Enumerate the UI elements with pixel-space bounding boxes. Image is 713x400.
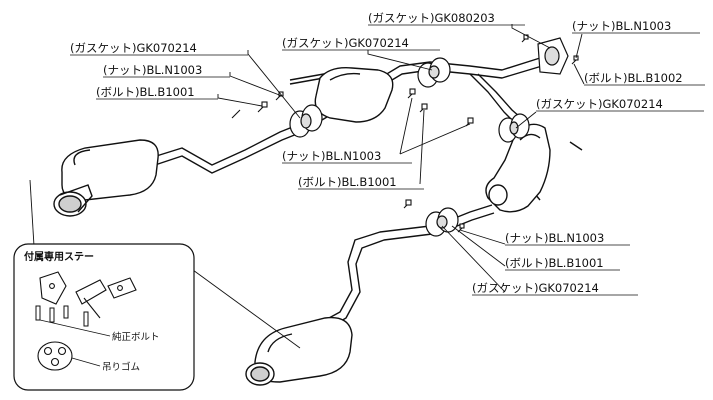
label-bolt-bl-b1001-mid: (ボルト)BL.B1001 [298,175,397,189]
flange-top [417,57,451,88]
label-bolt-bl-b1001-left: (ボルト)BL.B1001 [96,85,195,99]
stay-bracket-icon [39,271,137,319]
hanger-rubber-icon [37,341,73,371]
label-bolt-bl-b1001-lower: (ボルト)BL.B1001 [505,256,604,270]
flange-right [498,113,530,143]
flange-left [289,104,323,138]
inset-title: 付属専用ステー [24,250,94,263]
label-gasket-gk070214-top-left: (ガスケット)GK070214 [70,41,197,55]
label-bolt-bl-b1002: (ボルト)BL.B1002 [584,71,683,85]
left-muffler [53,139,159,217]
label-nut-bl-n1003-left: (ナット)BL.N1003 [103,63,202,77]
label-gasket-gk070214-right: (ガスケット)GK070214 [536,97,663,111]
flange-front-manifold [537,37,569,75]
hanger-rod-right [569,141,583,151]
center-muffler [314,67,394,123]
label-nut-bl-n1003-lower: (ナット)BL.N1003 [505,231,604,245]
inset-hanger-rubber-label: 吊りゴム [102,361,140,373]
rear-right-pipe [317,225,431,325]
accessory-inset: 付属専用ステー 純正ボルト 吊りゴム [13,243,195,391]
front-pipe [379,57,541,79]
label-nut-bl-n1003-mid: (ナット)BL.N1003 [282,149,381,163]
stock-bolt-icon [35,305,89,327]
label-gasket-gk070214-top-mid: (ガスケット)GK070214 [282,36,409,50]
nut-icon [275,95,281,101]
nut-icon [571,59,577,65]
label-nut-bl-n1003-top-right: (ナット)BL.N1003 [572,19,671,33]
hardware-bolts-nuts [231,34,579,233]
part-labels: (ガスケット)GK070214 (ナット)BL.N1003 (ボルト)BL.B1… [70,11,705,296]
leader-lines [29,24,585,349]
label-gasket-gk070214-lower: (ガスケット)GK070214 [472,281,599,295]
flange-joints [289,37,569,237]
right-muffler [485,123,551,213]
rear-right-muffler [245,316,353,386]
label-gasket-gk080203: (ガスケット)GK080203 [368,11,495,25]
bolt-icon [407,93,413,99]
left-pipe [149,123,301,166]
inset-stock-bolt-label: 純正ボルト [112,331,160,343]
hanger-hook-icon [231,109,241,119]
flange-lower [425,207,459,237]
